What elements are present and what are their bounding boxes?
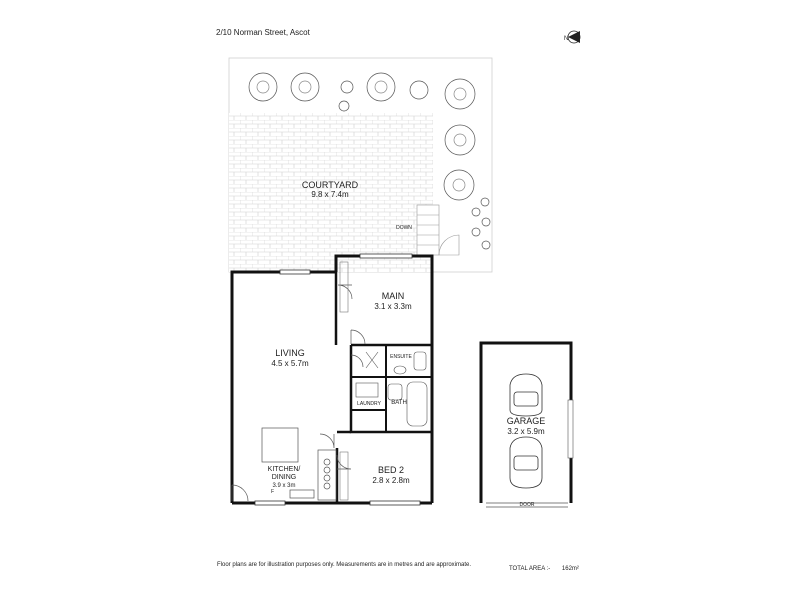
tree-icon (444, 124, 476, 156)
tree-icon (248, 72, 278, 102)
tree-icon (290, 72, 320, 102)
kitchen-name: KITCHEN/ (268, 466, 301, 473)
ensuite-name: ENSUITE (390, 354, 412, 360)
garage-door-label: DOOR (520, 502, 535, 508)
plan-address: 2/10 Norman Street, Ascot (216, 28, 310, 37)
north-arrow-icon: N (564, 30, 581, 44)
kitchen-fixtures (261, 427, 337, 501)
garage: DOOR (479, 341, 574, 508)
kitchen-name-2: DINING (272, 474, 297, 481)
tree-icon (444, 78, 476, 110)
main-dims: 3.1 x 3.3m (374, 302, 412, 311)
shrub-icon (409, 80, 429, 100)
total-area-value: 162m² (561, 566, 579, 572)
windows (254, 253, 421, 506)
bed2-dims: 2.8 x 2.8m (372, 476, 410, 485)
shrub-icon (481, 217, 491, 227)
garage-dims: 3.2 x 5.9m (507, 427, 545, 436)
living-dims: 4.5 x 5.7m (271, 359, 309, 368)
courtyard: DOWN (228, 57, 493, 273)
shrub-icon (340, 80, 354, 94)
car-icon (509, 373, 543, 417)
shrub-icon (481, 240, 491, 250)
shrub-icon (338, 100, 350, 112)
garage-name: GARAGE (507, 416, 546, 426)
laundry-name: LAUNDRY (357, 401, 381, 407)
bed2-name: BED 2 (378, 465, 404, 475)
disclaimer-text: Floor plans are for illustration purpose… (217, 562, 472, 568)
main-name: MAIN (382, 291, 405, 301)
fridge-label: F (271, 489, 274, 495)
courtyard-dims: 9.8 x 7.4m (311, 190, 349, 199)
tree-icon (366, 72, 396, 102)
bathroom-fixtures (355, 351, 428, 427)
garden-trees (248, 72, 491, 250)
wardrobes (339, 261, 349, 501)
courtyard-name: COURTYARD (302, 180, 359, 190)
shrub-icon (471, 227, 481, 237)
compass-label: N (564, 36, 568, 42)
total-area-label: TOTAL AREA :- (509, 566, 551, 572)
shrub-icon (480, 197, 490, 207)
total-area: TOTAL AREA :- 162m² (509, 566, 579, 572)
tree-icon (443, 169, 475, 201)
living-name: LIVING (275, 348, 305, 358)
car-icon (509, 436, 543, 489)
courtyard-steps (416, 204, 460, 256)
shrub-icon (471, 207, 481, 217)
down-label: DOWN (396, 225, 412, 231)
bath-name: BATH (391, 400, 407, 406)
kitchen-dims: 3.9 x 3m (272, 483, 295, 489)
